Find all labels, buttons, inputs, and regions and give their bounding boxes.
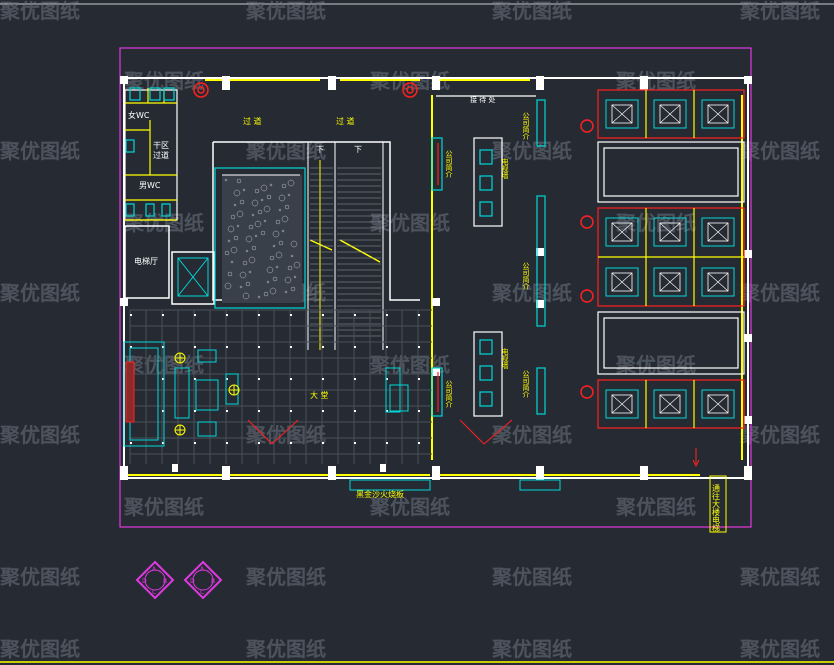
label-tv-wall-2: 电视墙 [501,347,509,370]
watermark-text: 聚优图纸 [491,423,572,447]
index-right-a: A [200,566,205,573]
watermark-text: 聚优图纸 [491,637,572,661]
label-passage-small: 过道 [153,150,169,160]
lobby-floor-grid [129,309,432,464]
label-company-intro-2: 公司简介 [522,262,530,290]
watermark-text: 聚优图纸 [0,139,80,163]
watermark-text: 聚优图纸 [245,139,326,163]
label-corridor-1: 过 道 [243,116,262,126]
watermark-text: 聚优图纸 [491,565,572,589]
label-entrance-note: 通往大楼电梯 [712,483,721,533]
glazing-lines [125,79,743,476]
index-symbol-left: A B C D [135,560,175,600]
label-company-intro-left-2: 公司简介 [445,380,453,408]
label-floor-material: 黑金沙火烧板 [356,489,404,499]
restroom-block [124,87,178,221]
entrance-threshold [349,448,727,533]
watermark-text: 聚优图纸 [369,495,450,519]
display-labels: 公司简介 公司简介 公司简介 公司简介 公司简介 电视墙 电视墙 [445,112,530,408]
index-symbol-right: A B C D [183,560,223,600]
watermark-text: 聚优图纸 [615,353,696,377]
watermark-text: 聚优图纸 [491,0,572,23]
watermark-text: 聚优图纸 [245,0,326,23]
office-block [597,89,745,429]
watermark-text: 聚优图纸 [245,565,326,589]
watermark-text: 聚优图纸 [0,637,80,661]
label-female-wc: 女WC [128,110,150,120]
label-tv-wall-1: 电视墙 [501,157,509,180]
index-right-b: B [211,578,215,585]
index-right-c: C [200,589,204,596]
label-company-intro-3: 公司简介 [522,370,530,398]
watermark-text: 聚优图纸 [739,637,820,661]
label-corridor-2: 过 道 [336,116,355,126]
watermark-text: 聚优图纸 [0,423,80,447]
watermark-text: 聚优图纸 [491,139,572,163]
watermark-text: 聚优图纸 [369,211,450,235]
index-right-d: D [190,578,195,585]
watermark-text: 聚优图纸 [615,69,696,93]
index-left-d: D [142,578,147,585]
watermark-text: 聚优图纸 [739,139,820,163]
stair-core [212,141,420,350]
exhibition-zone [431,95,546,417]
index-left-a: A [152,566,157,573]
watermark-text: 聚优图纸 [123,211,204,235]
label-dry-area: 干区 [153,141,169,150]
watermark-text: 聚优图纸 [245,423,326,447]
label-male-wc: 男WC [139,181,161,190]
office-desk-symbols [605,99,735,419]
watermark-text: 聚优图纸 [245,637,326,661]
planter-symbols [193,82,594,399]
label-reception: 接 待 处 [470,95,495,104]
label-company-intro-left-1: 公司简介 [445,150,453,178]
label-down-2: 下 [354,145,362,154]
label-company-intro-1: 公司简介 [522,112,530,140]
drawing-frame [119,47,752,528]
label-down-1: 下 [316,145,324,154]
watermark-text: 聚优图纸 [491,281,572,305]
watermark-text: 聚优图纸 [615,495,696,519]
label-lobby: 大 堂 [310,390,329,400]
label-elevator-hall: 电梯厅 [134,256,158,266]
lobby-furniture [123,341,513,447]
structural-columns [120,76,752,480]
watermark-text: 聚优图纸 [0,281,80,305]
watermark-text: 聚优图纸 [739,281,820,305]
watermark-text: 聚优图纸 [739,0,820,23]
watermark-text: 聚优图纸 [0,565,80,589]
watermark-text: 聚优图纸 [739,565,820,589]
watermark-text: 聚优图纸 [123,495,204,519]
watermark-text: 聚优图纸 [0,0,80,23]
lamp-symbols [174,352,240,436]
index-left-c: C [152,589,156,596]
watermark-text: 聚优图纸 [739,423,820,447]
index-left-b: B [163,578,167,585]
stair-treads [224,167,381,343]
room-labels: 女WC 干区 过道 男WC 电梯厅 过 道 过 道 下 下 大 堂 接 待 处 [128,95,495,400]
